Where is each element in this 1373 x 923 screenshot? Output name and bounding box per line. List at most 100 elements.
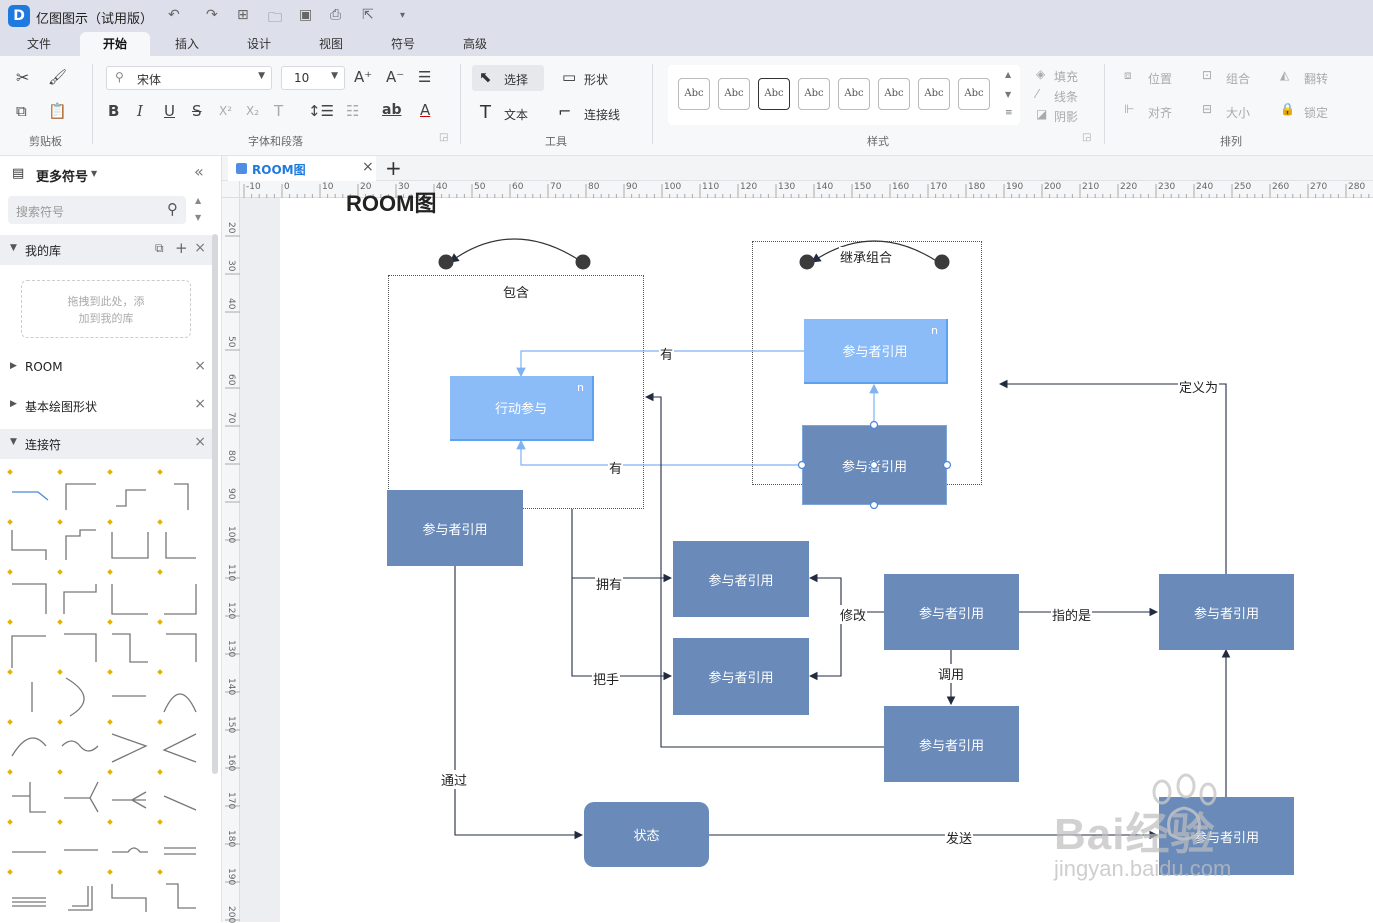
subscript-icon[interactable]: X₂ xyxy=(246,104,260,118)
redo-icon[interactable]: ↷ xyxy=(206,7,218,23)
tab-advanced[interactable]: 高级 xyxy=(462,37,487,51)
line-button[interactable]: 线条 xyxy=(1054,90,1079,104)
position-button[interactable]: 位置 xyxy=(1148,72,1173,86)
import-icon[interactable]: ⧉ xyxy=(155,241,164,255)
lock-button[interactable]: 锁定 xyxy=(1304,106,1329,120)
handle-label[interactable]: 把手 xyxy=(592,669,621,688)
tab-symbol[interactable]: 符号 xyxy=(390,37,415,51)
format-painter-icon[interactable]: 🖌 xyxy=(48,68,68,86)
add-icon[interactable]: + xyxy=(175,239,188,257)
more-symbols-button[interactable]: 更多符号 xyxy=(36,170,89,185)
collapse-sidebar-icon[interactable]: « xyxy=(194,162,204,181)
diagram-title[interactable]: ROOM图 xyxy=(346,191,437,216)
drawing-canvas[interactable]: ROOM图 包含 继承组合 有 有 拥有 把手 xyxy=(280,191,1373,922)
new-tab-icon[interactable]: + xyxy=(385,156,402,180)
style-thumb[interactable]: Abc xyxy=(838,78,870,110)
contain-label[interactable]: 包含 xyxy=(502,282,531,301)
actor-ref-box-handle[interactable]: 参与者引用 xyxy=(673,638,809,715)
line-spacing-icon[interactable]: ↕☰ xyxy=(308,102,335,120)
actor-ref-box-left[interactable]: 参与者引用 xyxy=(387,490,523,566)
actor-ref-box-own[interactable]: 参与者引用 xyxy=(673,541,809,617)
selection-handles[interactable] xyxy=(796,419,956,519)
actor-ref-box-right[interactable]: 参与者引用 xyxy=(1159,574,1294,650)
open-folder-icon[interactable]: 🗀 xyxy=(268,10,282,26)
grow-font-icon[interactable]: A⁺ xyxy=(354,68,373,86)
close-icon[interactable]: × xyxy=(362,159,374,175)
tab-file[interactable]: 文件 xyxy=(26,37,51,51)
select-button[interactable]: ⬉ 选择 xyxy=(472,65,544,91)
print-icon[interactable]: ⎙ xyxy=(330,7,342,23)
align-button[interactable]: 对齐 xyxy=(1148,106,1173,120)
actor-ref-box-call[interactable]: 参与者引用 xyxy=(884,706,1019,782)
text-case-icon[interactable]: T xyxy=(274,102,284,120)
own-label[interactable]: 拥有 xyxy=(595,574,624,593)
tab-home[interactable]: 开始 xyxy=(80,32,150,56)
shadow-button[interactable]: 阴影 xyxy=(1054,110,1079,124)
copy-icon[interactable]: ⧉ xyxy=(16,102,27,120)
italic-icon[interactable]: I xyxy=(137,102,143,120)
tab-view[interactable]: 视图 xyxy=(318,37,343,51)
fill-button[interactable]: 填充 xyxy=(1054,70,1079,84)
group-button[interactable]: 组合 xyxy=(1226,72,1251,86)
connector-shapes-grid[interactable] xyxy=(0,466,210,922)
flip-button[interactable]: 翻转 xyxy=(1304,72,1329,86)
action-participation-box[interactable]: 行动参与 n xyxy=(450,376,594,441)
new-icon[interactable]: ⊞ xyxy=(237,7,249,23)
modify-label[interactable]: 修改 xyxy=(839,605,868,624)
save-icon[interactable]: ▣ xyxy=(299,7,313,23)
scroll-down-icon[interactable]: ▼ xyxy=(1005,90,1012,99)
superscript-icon[interactable]: X² xyxy=(219,104,233,118)
tab-design[interactable]: 设计 xyxy=(246,37,271,51)
bullet-list-icon[interactable]: ☷ xyxy=(346,102,360,120)
actor-ref-box-center[interactable]: 参与者引用 xyxy=(884,574,1019,650)
style-thumb[interactable]: Abc xyxy=(678,78,710,110)
has-label-bottom[interactable]: 有 xyxy=(608,458,624,477)
close-icon[interactable]: × xyxy=(194,434,206,450)
state-box[interactable]: 状态 xyxy=(584,802,709,867)
inherit-label[interactable]: 继承组合 xyxy=(839,247,894,266)
has-label-top[interactable]: 有 xyxy=(659,344,675,363)
font-family-select[interactable]: ⚲ 宋体 ▼ xyxy=(106,66,272,90)
scroll-up-icon[interactable]: ▲ xyxy=(1005,70,1012,79)
scroll-up-icon[interactable]: ▲ xyxy=(195,196,202,205)
library-room[interactable]: ▶ ROOM × xyxy=(0,353,212,383)
bold-icon[interactable]: B xyxy=(108,102,120,120)
actor-ref-light-box[interactable]: 参与者引用 n xyxy=(804,319,948,384)
points-to-label[interactable]: 指的是 xyxy=(1051,605,1093,624)
font-size-select[interactable]: 10 ▼ xyxy=(281,66,345,90)
undo-icon[interactable]: ↶ xyxy=(168,7,180,23)
size-button[interactable]: 大小 xyxy=(1226,106,1251,120)
style-thumb[interactable]: Abc xyxy=(758,78,790,110)
customize-chevron-icon[interactable]: ▾ xyxy=(400,10,406,21)
tab-insert[interactable]: 插入 xyxy=(174,37,199,51)
style-thumb[interactable]: Abc xyxy=(918,78,950,110)
style-thumb[interactable]: Abc xyxy=(958,78,990,110)
library-basic-shapes[interactable]: ▶ 基本绘图形状 × xyxy=(0,391,212,421)
close-icon[interactable]: × xyxy=(194,358,206,374)
cut-icon[interactable]: ✂ xyxy=(16,68,30,87)
more-styles-icon[interactable]: ≡ xyxy=(1005,108,1013,118)
send-label[interactable]: 发送 xyxy=(945,828,974,847)
export-icon[interactable]: ⇱ xyxy=(362,7,374,23)
via-label[interactable]: 通过 xyxy=(440,770,469,789)
connector-button[interactable]: ⌐ 连接线 xyxy=(558,100,638,126)
shrink-font-icon[interactable]: A⁻ xyxy=(386,68,405,86)
align-text-icon[interactable]: ☰ xyxy=(418,68,432,86)
close-icon[interactable]: × xyxy=(194,240,206,256)
style-thumb[interactable]: Abc xyxy=(718,78,750,110)
text-button[interactable]: T 文本 xyxy=(480,100,540,126)
underline-icon[interactable]: U xyxy=(164,102,175,120)
sidebar-scrollbar[interactable] xyxy=(212,234,218,774)
my-library-dropzone[interactable]: 拖拽到此处，添 加到我的库 xyxy=(21,280,191,338)
expand-icon[interactable]: ◲ xyxy=(1082,132,1092,143)
paste-icon[interactable]: 📋 xyxy=(48,102,67,120)
close-icon[interactable]: × xyxy=(194,396,206,412)
symbol-search-input[interactable]: 搜索符号 ⚲ xyxy=(8,196,186,224)
my-library-header[interactable]: ▼ 我的库 ⧉ + × xyxy=(0,235,212,265)
scroll-down-icon[interactable]: ▼ xyxy=(195,213,202,222)
expand-icon[interactable]: ◲ xyxy=(439,132,449,143)
search-icon[interactable]: ⚲ xyxy=(167,200,178,218)
font-color-icon[interactable]: A xyxy=(420,101,431,119)
style-thumb[interactable]: Abc xyxy=(878,78,910,110)
defined-as-label[interactable]: 定义为 xyxy=(1178,377,1220,396)
